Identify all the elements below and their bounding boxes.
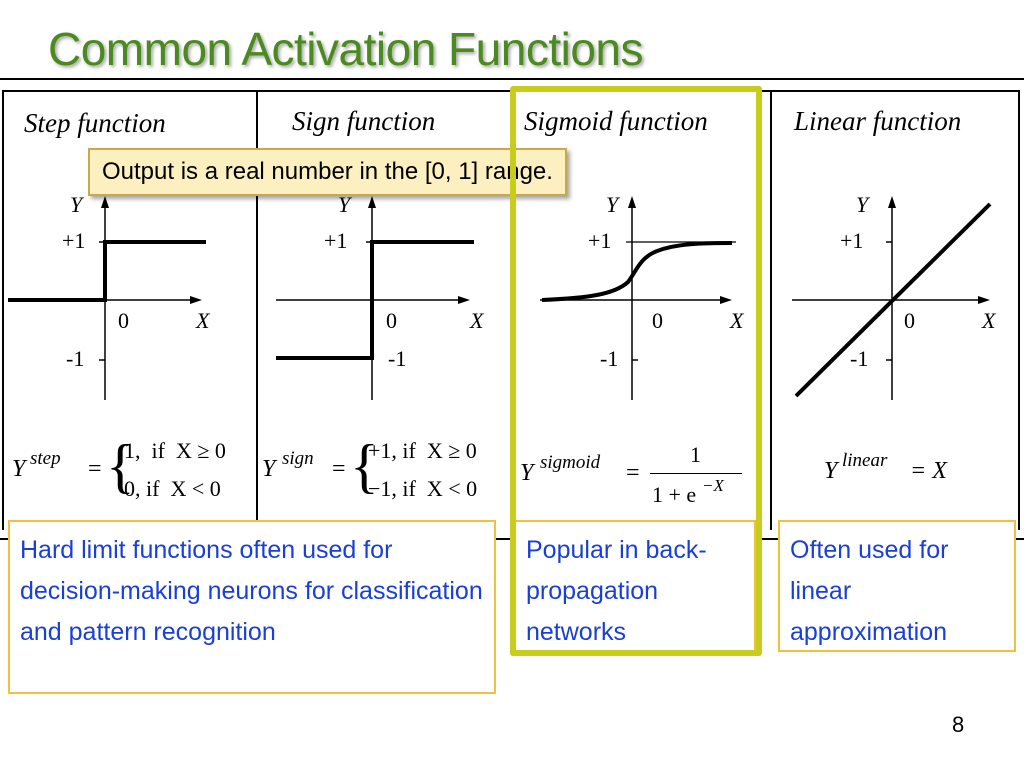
formula-case-2: −1, if X < 0	[368, 476, 478, 501]
zero-label: 0	[904, 308, 915, 333]
y-axis-arrow	[628, 196, 636, 208]
table-divider-2	[770, 90, 772, 530]
page-number: 8	[952, 712, 965, 737]
y-axis-arrow	[368, 196, 376, 208]
sign-curve	[276, 240, 474, 360]
x-axis-label: X	[469, 308, 485, 333]
formula-equals: =	[626, 460, 640, 486]
sign-function-graph: Y +1 0 X -1	[276, 192, 485, 400]
table-divider-1	[256, 90, 258, 530]
sigmoid-curve	[541, 241, 733, 302]
plus-one-label: +1	[324, 228, 347, 253]
formula-superscript: step	[30, 448, 61, 469]
minus-one-label: -1	[600, 346, 618, 371]
step-curve	[8, 240, 206, 302]
step-formula: Y step = { 1, if X ≥ 0 0, if X < 0	[12, 433, 252, 510]
sigmoid-function-graph: Y +1 0 X -1	[540, 192, 745, 400]
y-axis-label: Y	[338, 192, 353, 217]
linear-note: Often used for linear approximation	[778, 520, 1016, 652]
y-axis-arrow	[101, 196, 109, 208]
formula-case-1: +1, if X ≥ 0	[368, 438, 477, 463]
formula-denominator-exponent: −X	[702, 476, 724, 495]
sign-function-heading: Sign function	[292, 106, 436, 136]
minus-one-label: -1	[66, 346, 84, 371]
linear-curve	[794, 202, 992, 398]
formula-case-2: 0, if X < 0	[124, 476, 221, 501]
zero-label: 0	[652, 308, 663, 333]
formula-superscript: linear	[842, 450, 888, 471]
sign-formula: Y sign = { +1, if X ≥ 0 −1, if X < 0	[262, 433, 510, 510]
formula-rhs: = X	[910, 458, 947, 484]
formula-lhs: Y	[520, 460, 534, 486]
linear-function-heading: Linear function	[794, 106, 962, 136]
formula-denominator: 1 + e	[652, 482, 697, 507]
slide-title: Common Activation Functions	[48, 23, 644, 75]
step-function-heading: Step function	[24, 108, 166, 138]
formula-equals: =	[88, 456, 102, 482]
y-axis-arrow	[888, 196, 896, 208]
x-axis-label: X	[195, 308, 211, 333]
formula-numerator: 1	[690, 442, 701, 467]
formula-brace: {	[350, 433, 379, 499]
sigmoid-highlight-frame	[510, 86, 762, 656]
minus-one-label: -1	[388, 346, 406, 371]
sigmoid-note: Popular in back-propagation networks	[514, 520, 756, 652]
linear-function-graph: Y +1 0 X -1	[792, 192, 997, 400]
step-function-graph: Y +1 0 X -1	[8, 192, 211, 400]
formula-brace: {	[106, 433, 135, 499]
x-axis-label: X	[981, 308, 997, 333]
formula-case-1: 1, if X ≥ 0	[124, 438, 226, 463]
plus-one-label: +1	[840, 228, 863, 253]
table-right-border	[1018, 90, 1020, 530]
plus-one-label: +1	[588, 228, 611, 253]
plus-one-label: +1	[62, 228, 85, 253]
formula-equals: =	[332, 456, 346, 482]
formula-fraction-bar	[650, 473, 742, 474]
formula-superscript: sign	[282, 448, 314, 469]
formula-lhs: Y	[824, 458, 838, 484]
y-axis-label: Y	[70, 192, 85, 217]
linear-formula: Y linear = X	[824, 448, 1014, 498]
x-axis-arrow	[978, 296, 990, 304]
y-axis-label: Y	[856, 192, 871, 217]
formula-lhs: Y	[12, 456, 26, 482]
y-axis-label: Y	[606, 192, 621, 217]
sigmoid-formula: Y sigmoid = 1 1 + e −X	[520, 440, 756, 516]
sigmoid-function-heading: Sigmoid function	[524, 106, 708, 136]
range-callout: Output is a real number in the [0, 1] ra…	[88, 148, 567, 196]
hard-limit-note: Hard limit functions often used for deci…	[8, 520, 496, 694]
x-axis-arrow	[720, 296, 732, 304]
zero-label: 0	[386, 308, 397, 333]
formula-lhs: Y	[262, 456, 276, 482]
minus-one-label: -1	[850, 346, 868, 371]
x-axis-arrow	[190, 296, 202, 304]
x-axis-arrow	[458, 296, 470, 304]
zero-label: 0	[118, 308, 129, 333]
formula-superscript: sigmoid	[540, 452, 601, 473]
table-left-border	[2, 90, 4, 530]
x-axis-label: X	[729, 308, 745, 333]
